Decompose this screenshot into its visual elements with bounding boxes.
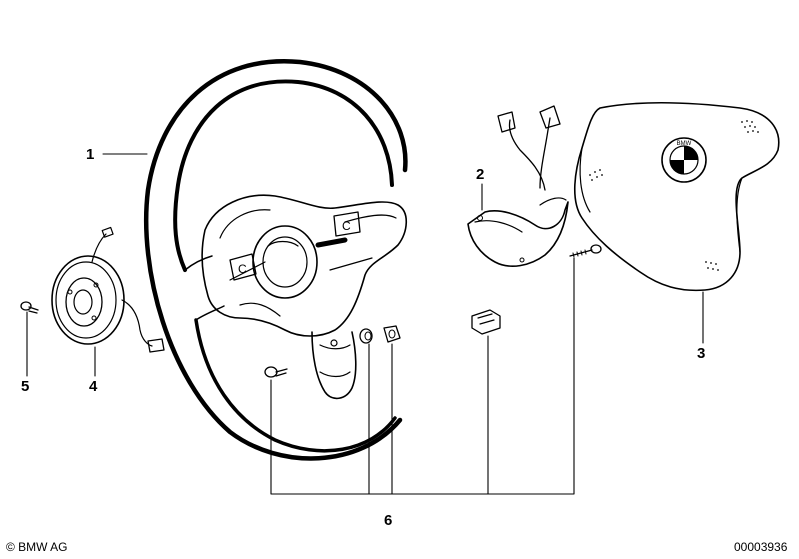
svg-text:C: C [342, 219, 351, 233]
wheel-rim-inner-lower [194, 318, 397, 453]
nut-part-6 [383, 325, 401, 343]
airbag-module: BMW [573, 101, 780, 292]
screw-part-6a [264, 366, 288, 378]
callout-6: 6 [384, 512, 393, 529]
c-marking-left: C [229, 253, 257, 281]
slip-ring [51, 226, 165, 353]
callout-5: 5 [21, 378, 30, 395]
washer-part-6 [359, 328, 373, 344]
svg-text:C: C [238, 262, 247, 276]
copyright-text: © BMW AG [6, 540, 68, 554]
steering-wheel: C C [143, 58, 408, 461]
harness-housing [467, 201, 569, 267]
callout-1: 1 [86, 146, 95, 163]
wheel-hub [201, 194, 408, 337]
bmw-logo [661, 137, 707, 183]
callout-4: 4 [89, 378, 98, 395]
wheel-lower-spoke [311, 331, 357, 400]
slip-ring-outer [51, 255, 125, 345]
c-marking-right: C [333, 211, 361, 237]
wheel-rim-inner [173, 79, 394, 272]
airbag-screw [569, 244, 602, 258]
airbag-cover [573, 101, 780, 292]
cable-harness [467, 105, 569, 267]
diagram-number: 00003936 [734, 540, 788, 554]
callout-3: 3 [697, 345, 706, 362]
callout-2: 2 [476, 166, 485, 183]
screw-part-5 [20, 301, 39, 314]
bmw-logo-text: BMW [677, 141, 692, 147]
leader-lines [26, 153, 704, 495]
clip-part [471, 309, 501, 335]
wheel-rim-outer [143, 58, 408, 461]
